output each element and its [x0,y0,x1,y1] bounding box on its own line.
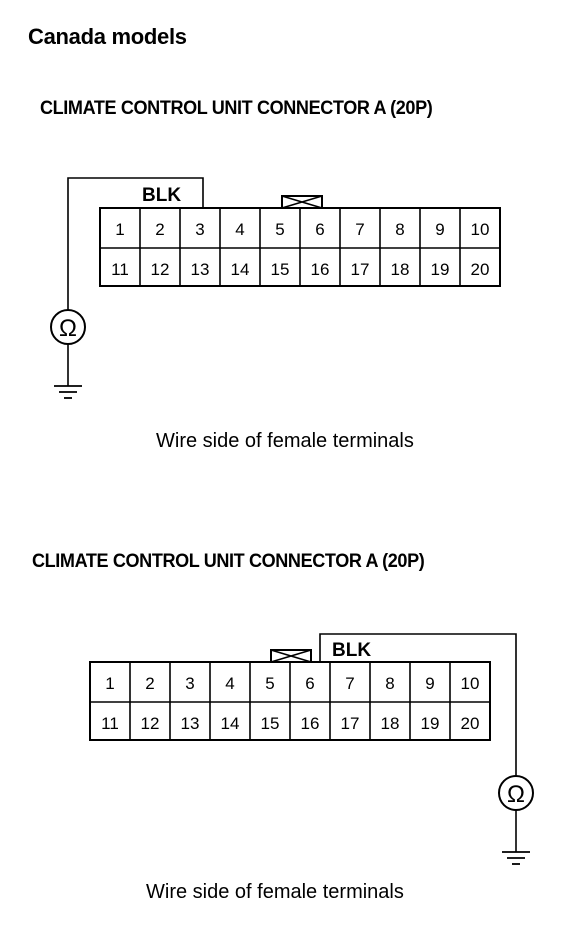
page-title: Canada models [28,24,187,49]
connector-1-terminal-18: 18 [391,260,410,279]
connector-1-terminal-4: 4 [235,220,244,239]
connector-2-terminal-3: 3 [185,674,194,693]
connector-1-ground-icon [54,385,82,399]
connector-2-terminal-19: 19 [421,714,440,733]
connector-1-terminal-8: 8 [395,220,404,239]
connector-2-terminal-18: 18 [381,714,400,733]
connector-1-terminal-11: 11 [111,260,129,279]
connector-1-terminal-15: 15 [271,260,290,279]
connector-2-terminal-4: 4 [225,674,234,693]
connector-2-terminal-13: 13 [181,714,200,733]
connector-1-wire-label: BLK [142,185,181,206]
connector-1-terminal-20: 20 [471,260,490,279]
connector-2-terminal-20: 20 [461,714,480,733]
connector-1-terminal-2: 2 [155,220,164,239]
connector-2-terminal-14: 14 [221,714,240,733]
connector-2-terminal-17: 17 [341,714,360,733]
connector-1-terminal-17: 17 [351,260,370,279]
connector-1-terminal-16: 16 [311,260,330,279]
connector-2-terminal-16: 16 [301,714,320,733]
connector-2-terminal-7: 7 [345,674,354,693]
connector-1-terminal-12: 12 [151,260,170,279]
connector-2-terminal-2: 2 [145,674,154,693]
connector-1-terminal-5: 5 [275,220,284,239]
connector-2-terminal-8: 8 [385,674,394,693]
connector-1-caption: Wire side of female terminals [156,430,414,452]
connector-1-terminal-9: 9 [435,220,444,239]
connector-2-terminal-10: 10 [461,674,480,693]
connector-1-terminal-10: 10 [471,220,490,239]
connector-1-ohm-symbol: Ω [59,315,77,342]
connector-2-wire [319,633,517,776]
connector-2-terminal-12: 12 [141,714,160,733]
connector-2-terminal-5: 5 [265,674,274,693]
connector-2-ohm-symbol: Ω [507,781,525,808]
connector-1-terminal-3: 3 [195,220,204,239]
connector-1-terminal-19: 19 [431,260,450,279]
connector-2-ground-icon [502,851,530,865]
connector-2-title: CLIMATE CONTROL UNIT CONNECTOR A (20P) [32,551,425,572]
connector-1-terminal-13: 13 [191,260,210,279]
connector-1-wire [67,177,204,312]
connector-2-caption: Wire side of female terminals [146,881,404,903]
connector-2-terminal-9: 9 [425,674,434,693]
connector-2-wire-label: BLK [332,640,371,661]
connector-2-terminal-15: 15 [261,714,280,733]
connector-2-terminal-11: 11 [101,714,119,733]
connector-1-title: CLIMATE CONTROL UNIT CONNECTOR A (20P) [40,98,433,119]
connector-1-terminal-7: 7 [355,220,364,239]
connector-1-terminal-1: 1 [115,220,124,239]
connector-2-terminal-1: 1 [105,674,114,693]
connector-1-terminal-14: 14 [231,260,250,279]
connector-1-terminal-6: 6 [315,220,324,239]
connector-2-terminal-6: 6 [305,674,314,693]
